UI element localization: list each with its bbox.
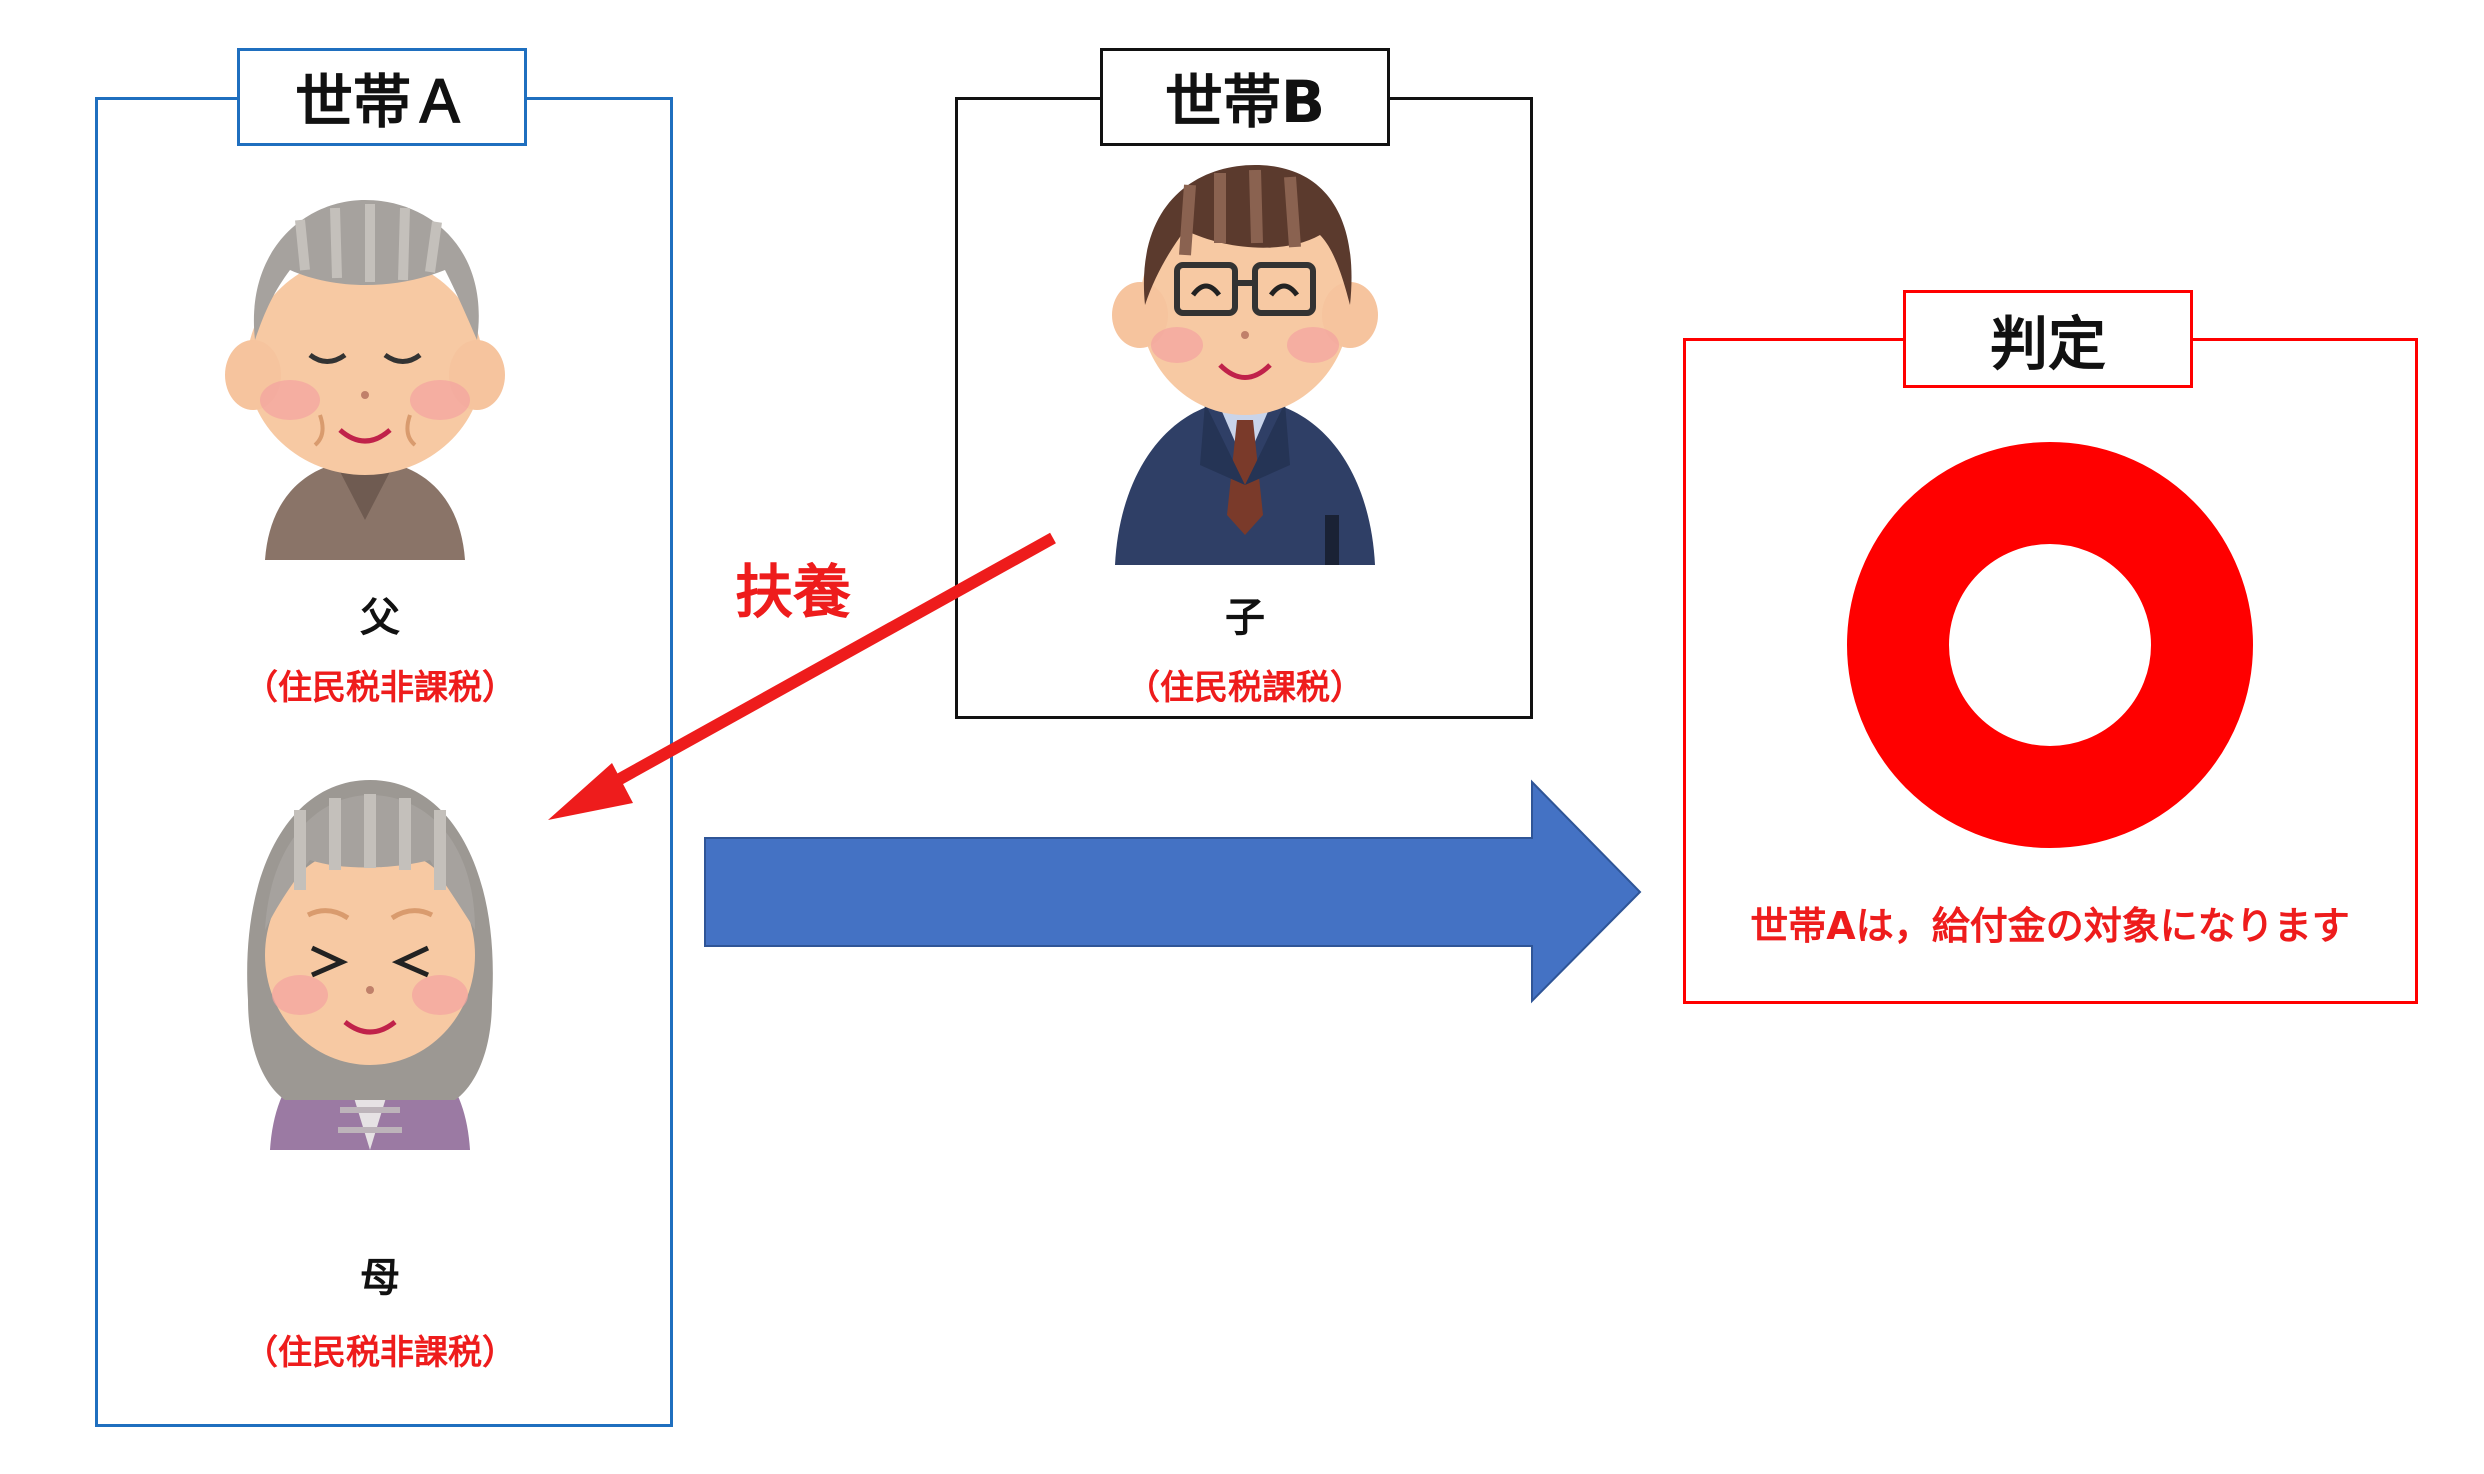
office-man-icon bbox=[1112, 165, 1378, 565]
child-name: 子 bbox=[1225, 595, 1265, 641]
mother-status: （住民税非課税） bbox=[244, 1333, 516, 1373]
household-a-title: 世帯Ａ bbox=[237, 48, 527, 146]
judgement-title: 判定 bbox=[1903, 290, 2193, 388]
maru-circle-icon bbox=[1847, 442, 2253, 848]
elderly-woman-icon bbox=[247, 780, 493, 1150]
elderly-man-icon bbox=[225, 200, 505, 560]
dependency-label: 扶養 bbox=[735, 558, 852, 626]
father-name: 父 bbox=[360, 595, 400, 641]
household-b-title: 世帯B bbox=[1100, 48, 1390, 146]
mother-name: 母 bbox=[360, 1255, 400, 1301]
judgement-result-text: 世帯Aは，給付金の対象になります bbox=[1750, 904, 2350, 948]
child-status: （住民税課税） bbox=[1126, 668, 1364, 708]
father-status: （住民税非課税） bbox=[244, 668, 516, 708]
